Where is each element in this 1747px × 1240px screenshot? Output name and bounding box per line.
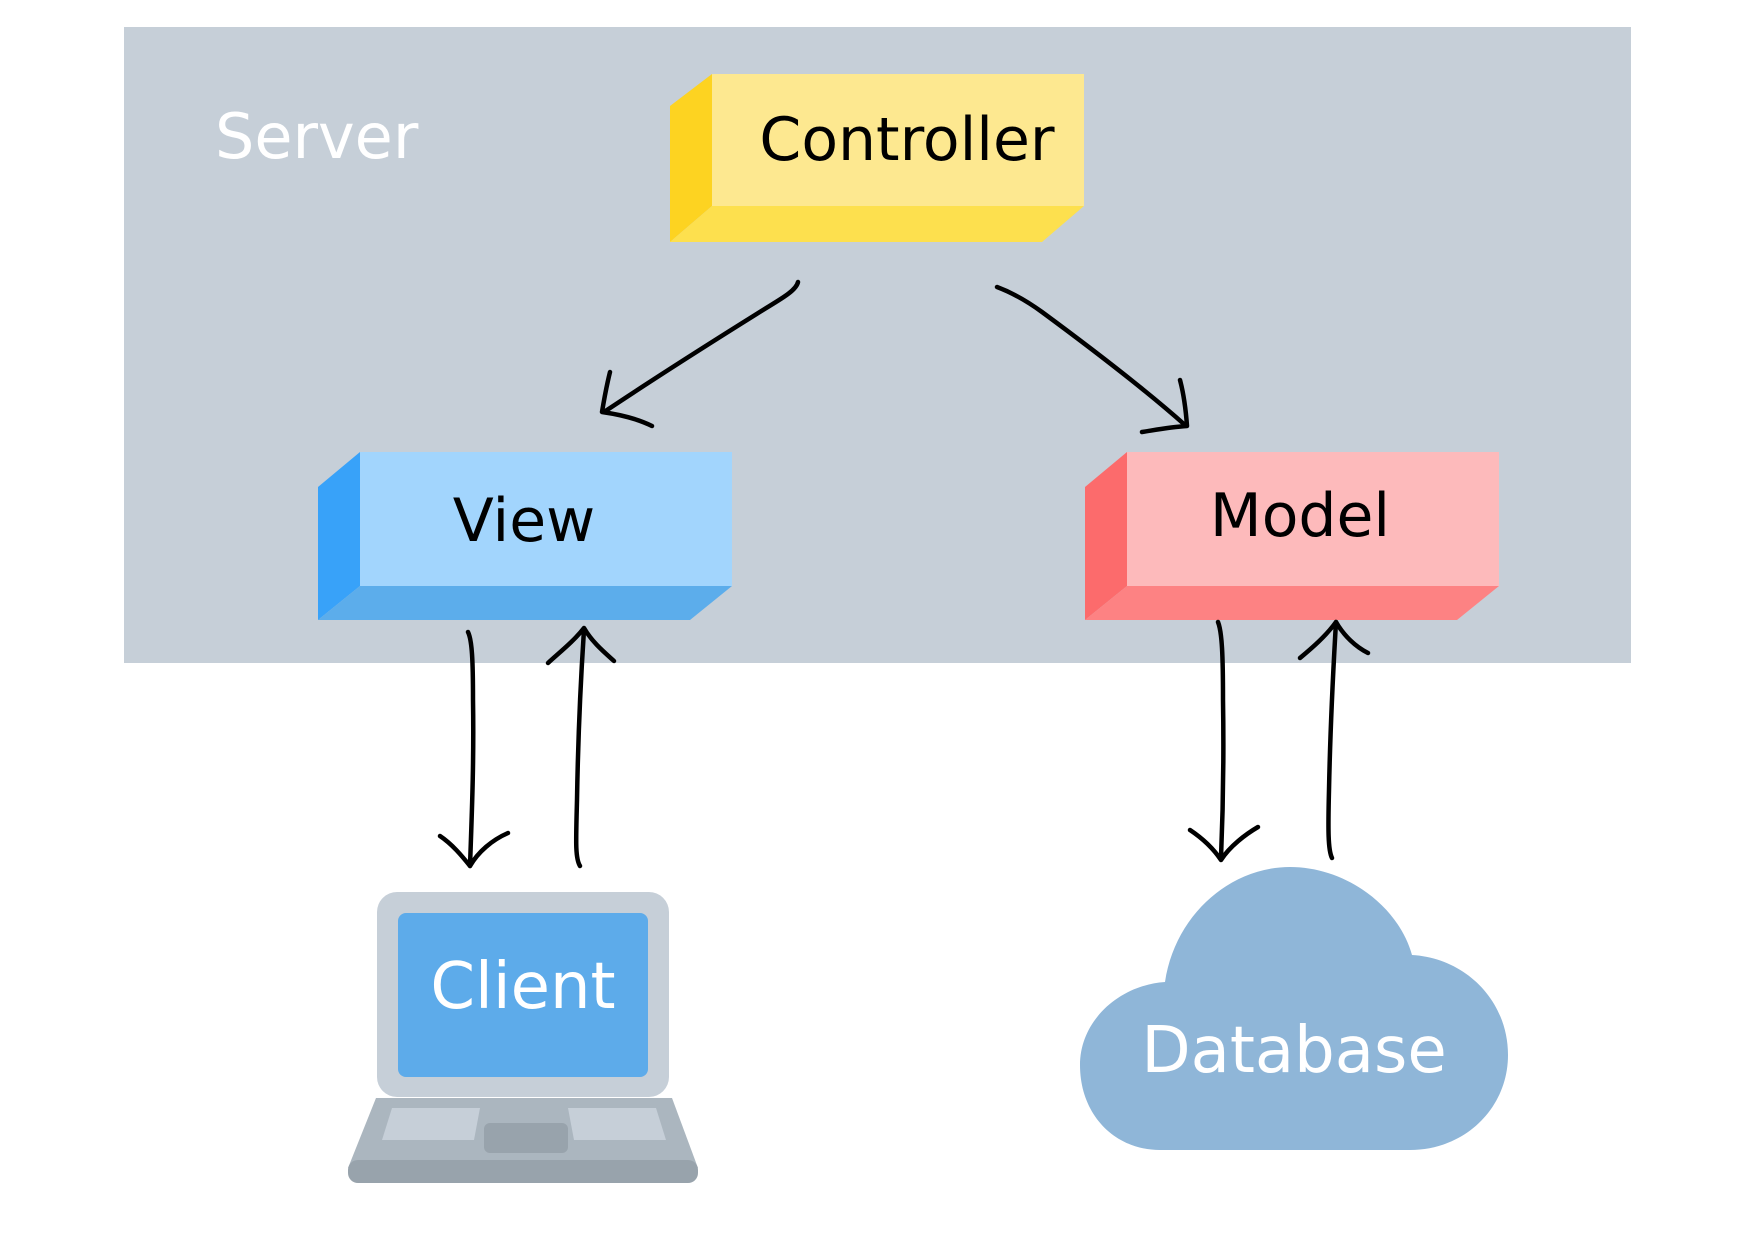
model-block-bottom — [1085, 586, 1499, 620]
laptop-trackpad — [484, 1123, 568, 1153]
controller-block-bottom — [670, 206, 1084, 242]
server-label: Server — [215, 100, 419, 173]
view-block-bottom — [318, 586, 732, 620]
model-label: Model — [1210, 481, 1390, 551]
model-node: Model — [1085, 452, 1499, 620]
arrow-client-to-view-head — [545, 625, 617, 666]
controller-label: Controller — [759, 105, 1054, 175]
laptop-base-front — [348, 1160, 698, 1183]
database-label: Database — [1141, 1014, 1446, 1088]
model-block-front — [1127, 452, 1499, 586]
laptop-keyboard-left — [382, 1108, 480, 1140]
edge-view-to-client — [437, 629, 511, 869]
view-node: View — [318, 452, 732, 620]
view-block-side — [318, 452, 360, 620]
view-label: View — [453, 486, 595, 556]
arrow-model-to-database-shaft — [1215, 619, 1226, 861]
arrow-client-to-view-shaft — [573, 627, 587, 869]
edge-controller-to-view — [599, 279, 801, 429]
arrow-database-to-model-shaft — [1326, 619, 1339, 861]
edge-client-to-view — [545, 625, 617, 869]
database-node: Database — [1080, 867, 1508, 1150]
edge-controller-to-model — [994, 284, 1190, 435]
arrow-controller-to-view-head — [599, 369, 655, 429]
arrow-controller-to-view-shaft — [601, 279, 801, 415]
client-node: Client — [348, 892, 698, 1183]
controller-node: Controller — [670, 74, 1084, 242]
arrow-database-to-model-head — [1297, 619, 1371, 661]
client-label: Client — [430, 950, 615, 1024]
view-block-front — [360, 452, 732, 586]
laptop-screen — [398, 913, 648, 1077]
arrow-view-to-client-head — [437, 830, 511, 869]
model-block-side — [1085, 452, 1127, 620]
edge-database-to-model — [1297, 619, 1371, 861]
controller-block-side — [670, 74, 712, 242]
arrow-model-to-database-head — [1187, 824, 1261, 863]
controller-block-front — [712, 74, 1084, 206]
laptop-keyboard-right — [568, 1108, 666, 1140]
arrow-controller-to-model-head — [1139, 377, 1190, 435]
arrow-controller-to-model-shaft — [994, 284, 1188, 428]
arrow-view-to-client-shaft — [465, 629, 476, 869]
edge-model-to-database — [1187, 619, 1261, 863]
database-cloud-icon — [1080, 867, 1508, 1150]
